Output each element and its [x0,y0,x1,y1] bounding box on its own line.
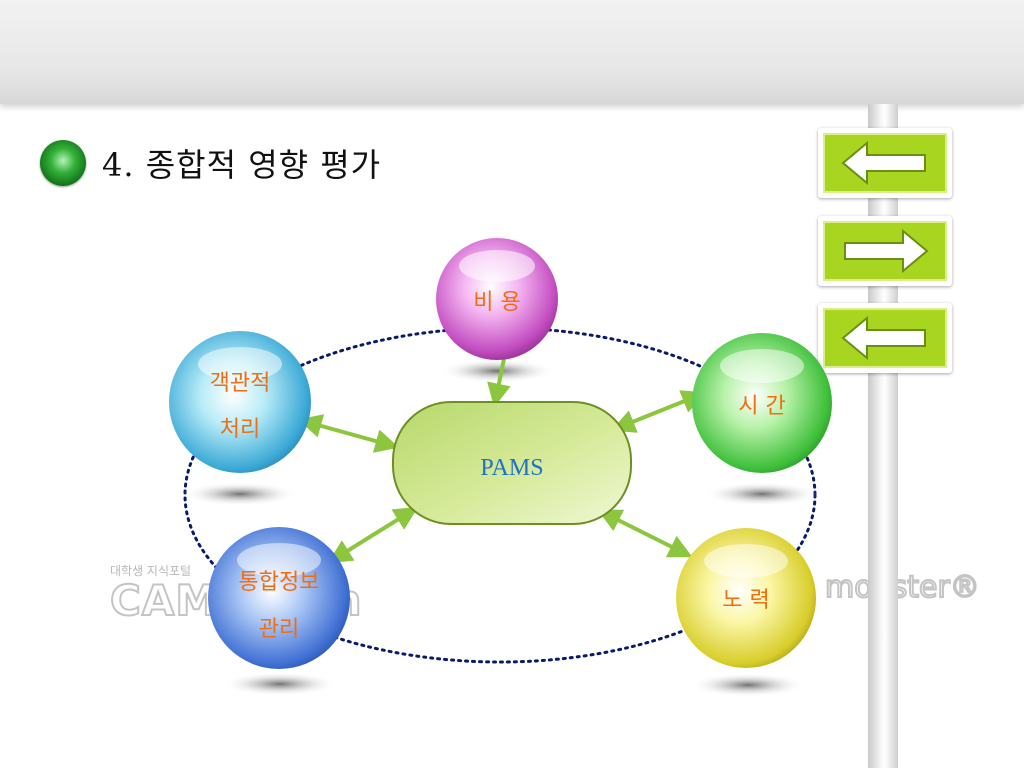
node-label: 비 용 [473,290,520,315]
node-shadow [704,482,820,506]
signpost-pole [868,104,898,768]
sign-left-2[interactable] [818,303,952,373]
node-cost: 비 용 [436,238,558,360]
slide-title: 4. 종합적 영향 평가 [40,138,381,188]
header-bar [0,0,1024,104]
arrow-left-icon [841,315,926,361]
center-label: PAMS [480,455,543,481]
node-time: 시 간 [692,333,832,473]
node-shadow [222,672,338,696]
node-objective-processing: 객관적 처리 [169,331,311,473]
connector-arrow [327,506,419,564]
connector-arrow [611,390,706,433]
node-label: 통합정보 [239,570,320,595]
node-shadow [439,359,555,383]
center-node-pams [392,401,632,525]
page-title: 4. 종합적 영향 평가 [102,146,382,184]
node-effort: 노 력 [676,528,816,668]
node-label: 객관적 [210,371,271,396]
node-shadow [690,673,806,697]
arrow-right-icon [844,228,929,274]
node-label: 노 력 [722,588,769,613]
watermark-right: monster® [824,569,981,606]
green-bullet-icon [40,140,86,186]
node-label: 처리 [220,417,260,442]
node-integrated-info-management: 통합정보 관리 [208,527,350,669]
node-label: 시 간 [738,394,785,419]
node-shadow [182,482,298,506]
connector-arrow [597,509,693,558]
sign-left-1[interactable] [818,128,952,198]
node-label: 관리 [259,617,299,642]
arrow-left-icon [841,140,926,186]
sign-right[interactable] [818,216,952,286]
watermark-small-text: 대학생 지식포털 [110,564,192,578]
connector-arrow [297,414,400,453]
